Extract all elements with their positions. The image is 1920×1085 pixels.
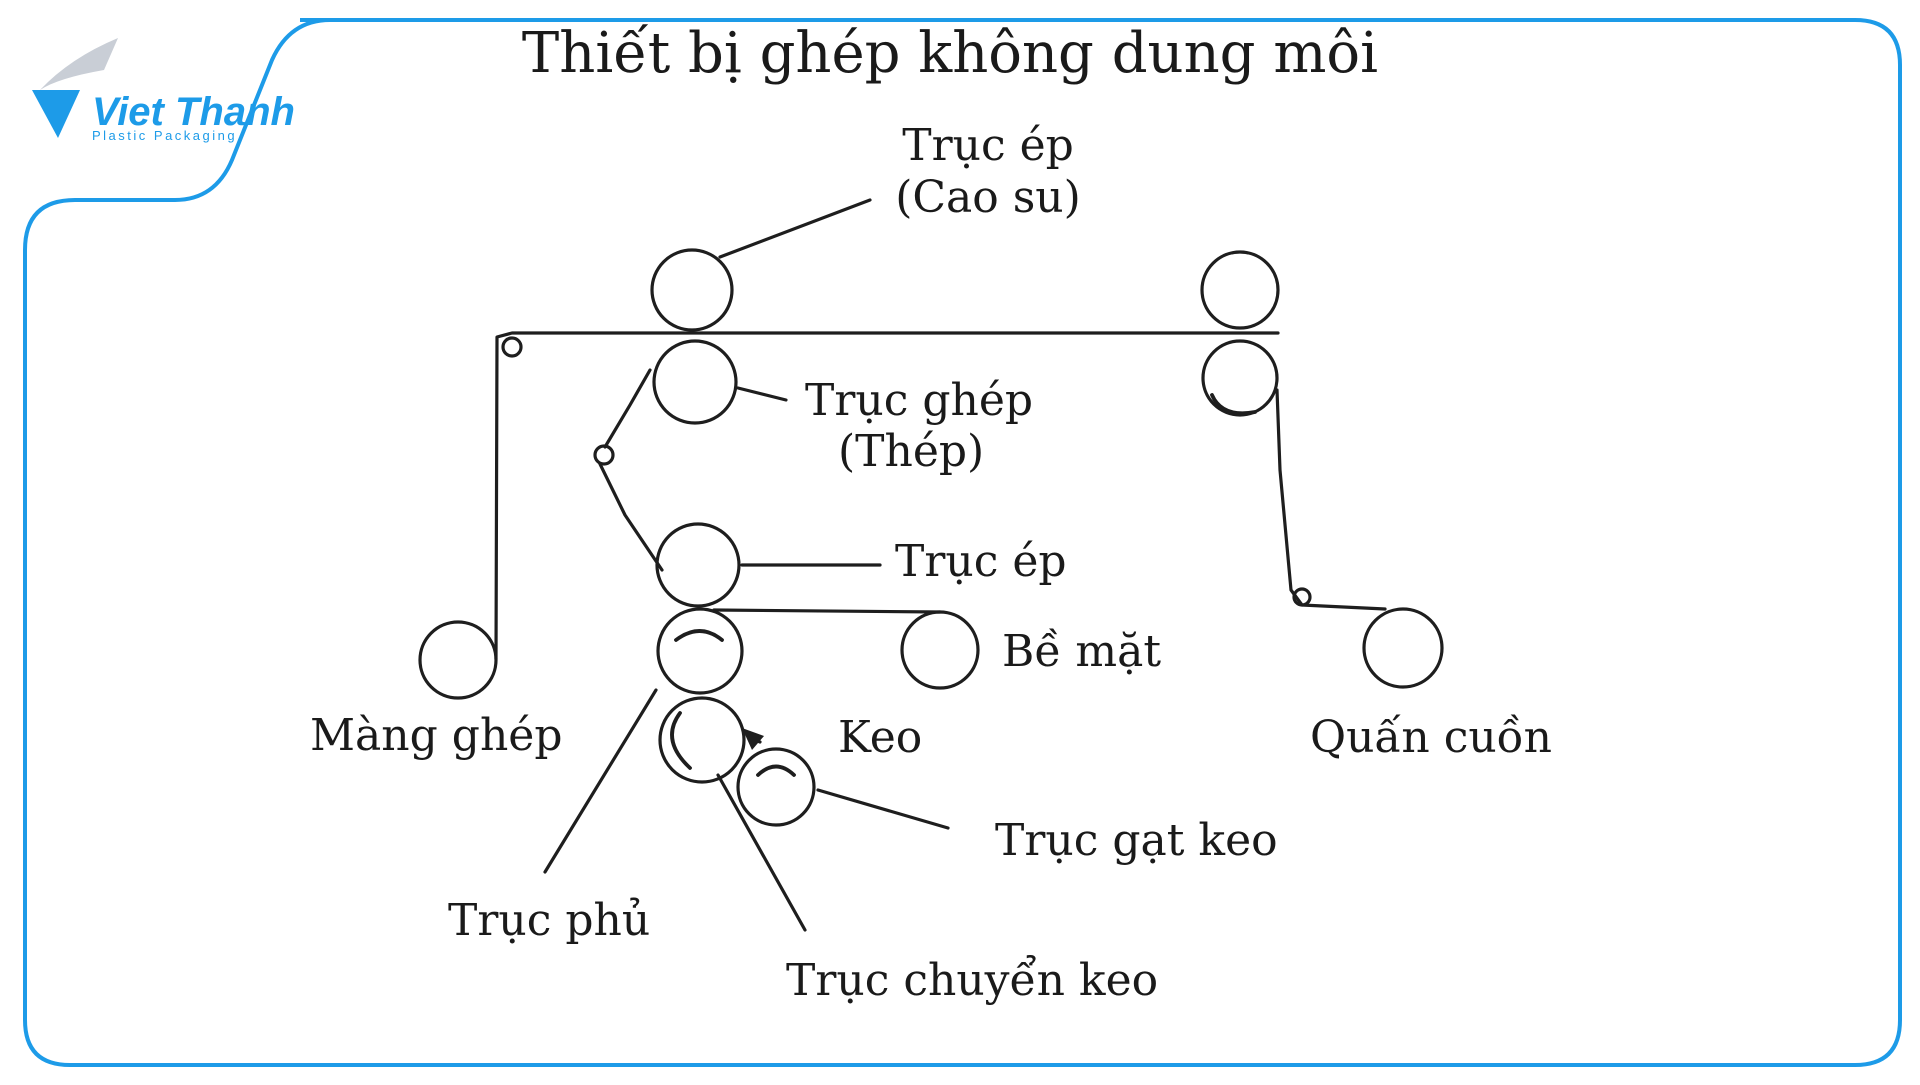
- transfer-arc: [670, 711, 692, 770]
- rewind-web-line: [1275, 388, 1387, 611]
- leader-coating: [543, 688, 658, 874]
- logo-tagline: Plastic Packaging: [92, 128, 237, 143]
- guide-roller-mid: [593, 444, 615, 466]
- leader-doctor: [816, 788, 950, 830]
- leader-transfer: [716, 773, 807, 932]
- diagram-title: Thiết bị ghép không dung môi: [522, 21, 1378, 86]
- doctor-arc: [756, 764, 796, 777]
- doctor-roller: [736, 747, 816, 827]
- laminate-film-roll: [418, 620, 498, 700]
- label-glue: Keo: [838, 712, 922, 763]
- coating-roller: [656, 607, 744, 695]
- label-laminating-roller-2: (Thép): [838, 426, 984, 477]
- right-roller-arc: [1210, 393, 1257, 416]
- viet-thanh-logo: Viet Thanh Plastic Packaging: [32, 38, 295, 143]
- label-laminating-roller-1: Trục ghép: [805, 375, 1033, 426]
- label-nip-roller: Trục ép: [895, 536, 1067, 587]
- label-coating-roller: Trục phủ: [448, 895, 650, 946]
- glue-arrow-icon: [742, 728, 764, 750]
- surface-web-line: [712, 608, 942, 614]
- lower-nip-roller: [655, 522, 741, 608]
- right-lower-roller: [1201, 339, 1279, 417]
- label-rewind: Quấn cuồn: [1310, 712, 1552, 763]
- logo-wordmark: Viet Thanh: [92, 90, 295, 134]
- web-to-guide: [603, 368, 652, 449]
- label-surface: Bề mặt: [1002, 626, 1161, 677]
- coating-arc: [674, 629, 724, 642]
- transfer-roller: [658, 696, 746, 784]
- surface-film-roll: [900, 610, 980, 690]
- label-laminate-film: Màng ghép: [310, 710, 562, 761]
- nip-roller-rubber: [650, 248, 734, 332]
- guide-roller-left: [501, 336, 523, 358]
- label-transfer-roller: Trục chuyển keo: [786, 954, 1158, 1006]
- label-doctor-roller: Trục gạt keo: [995, 815, 1278, 866]
- leader-laminating: [736, 386, 788, 402]
- main-web-line: [494, 331, 1280, 661]
- leader-nip-rubber: [718, 198, 872, 259]
- outer-frame: [23, 18, 1902, 1067]
- label-nip-roller-rubber-2: (Cao su): [895, 172, 1081, 223]
- guide-to-nip: [598, 462, 664, 572]
- laminating-roller-steel: [652, 339, 738, 425]
- rewind-roll: [1362, 607, 1444, 689]
- label-nip-roller-rubber-1: Trục ép: [902, 120, 1074, 171]
- top-right-roller: [1200, 250, 1280, 330]
